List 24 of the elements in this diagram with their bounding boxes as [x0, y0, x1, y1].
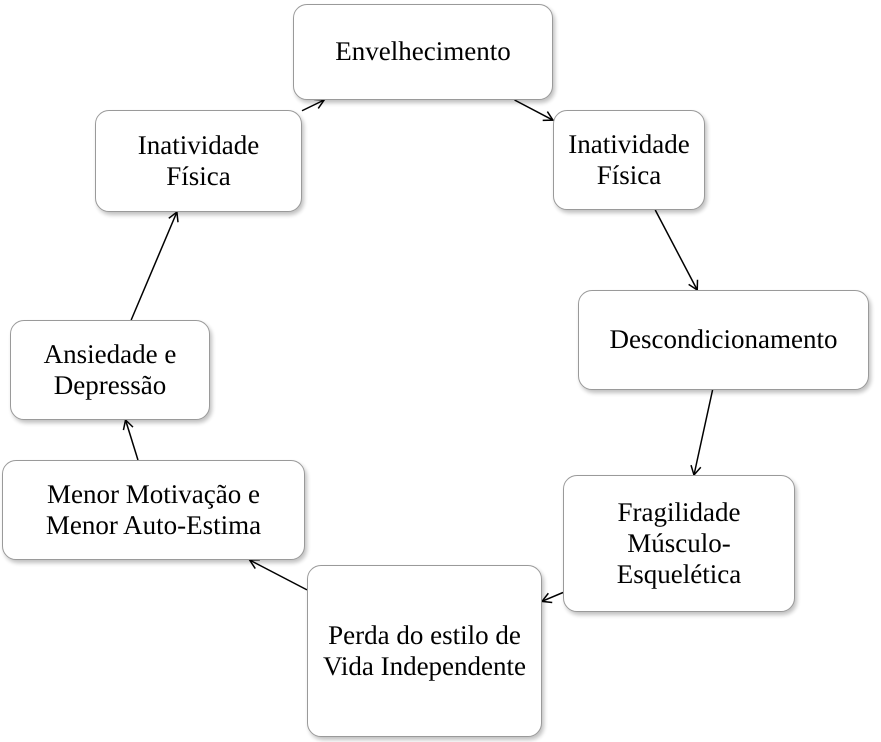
process-box: [307, 565, 542, 737]
arrow: [514, 99, 554, 122]
box-label: Inatividade Física: [136, 130, 260, 192]
box-label: Inatividade Física: [567, 128, 691, 192]
process-box: [553, 110, 705, 210]
process-box: [578, 290, 869, 390]
process-box: [2, 460, 305, 560]
process-box: [293, 4, 553, 100]
box-label: Ansiedade e Depressão: [42, 338, 178, 402]
process-box: [563, 475, 795, 612]
arrow: [541, 592, 564, 604]
process-box: [95, 110, 302, 212]
arrow: [302, 98, 325, 112]
box-label: Fragilidade Músculo-Esquelética: [616, 496, 742, 590]
box-label: Descondicionamento: [610, 324, 838, 356]
arrow: [130, 211, 179, 320]
arrow: [122, 419, 139, 460]
process-box: [10, 320, 210, 420]
arrow: [654, 210, 698, 291]
box-label: Menor Motivação e Menor Auto-Estima: [44, 478, 262, 542]
box-label: Perda do estilo de Vida Independente: [322, 620, 528, 682]
arrow: [690, 390, 714, 476]
box-label: Envelhecimento: [335, 36, 511, 68]
arrow: [248, 558, 308, 591]
